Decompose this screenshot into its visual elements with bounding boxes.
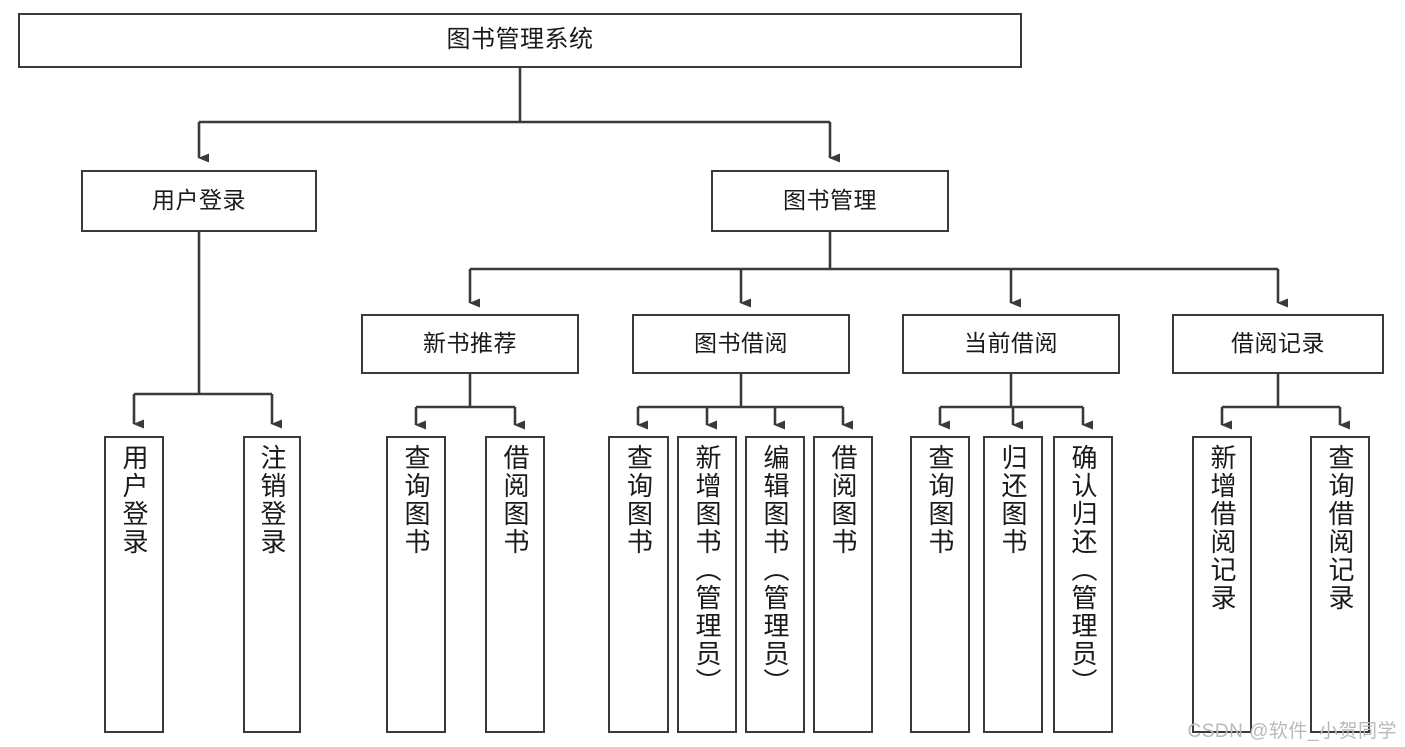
node-new-book-recommend[interactable]: 新书推荐	[361, 314, 579, 374]
leaf-node-label: 新增图书（管理员）	[692, 444, 723, 696]
node-book-borrow-label: 图书借阅	[694, 330, 788, 357]
leaf-node[interactable]: 编辑图书（管理员）	[745, 436, 805, 733]
node-current-borrow[interactable]: 当前借阅	[902, 314, 1120, 374]
leaf-node[interactable]: 确认归还（管理员）	[1053, 436, 1113, 733]
leaf-node-label: 借阅图书	[828, 444, 859, 556]
leaf-node-label: 借阅图书	[500, 444, 531, 556]
leaf-node-label: 用户登录	[119, 444, 150, 556]
leaf-node[interactable]: 借阅图书	[813, 436, 873, 733]
leaf-node[interactable]: 新增图书（管理员）	[677, 436, 737, 733]
leaf-node-label: 查询图书	[925, 444, 956, 556]
node-book-management[interactable]: 图书管理	[711, 170, 949, 232]
leaf-node[interactable]: 查询借阅记录	[1310, 436, 1370, 733]
leaf-node[interactable]: 查询图书	[608, 436, 669, 733]
leaf-node[interactable]: 新增借阅记录	[1192, 436, 1252, 733]
node-root-label: 图书管理系统	[446, 26, 594, 54]
node-borrow-record[interactable]: 借阅记录	[1172, 314, 1384, 374]
leaf-node-label: 查询图书	[401, 444, 432, 556]
node-book-management-label: 图书管理	[783, 187, 877, 214]
node-user-login-label: 用户登录	[152, 187, 246, 214]
node-book-borrow[interactable]: 图书借阅	[632, 314, 850, 374]
leaf-node-label: 确认归还（管理员）	[1068, 444, 1099, 696]
leaf-node[interactable]: 归还图书	[983, 436, 1043, 733]
leaf-node-label: 编辑图书（管理员）	[760, 444, 791, 696]
leaf-node-label: 注销登录	[257, 444, 288, 556]
leaf-node[interactable]: 借阅图书	[485, 436, 545, 733]
leaf-node[interactable]: 查询图书	[910, 436, 970, 733]
leaf-node-label: 查询图书	[623, 444, 654, 556]
csdn-watermark: CSDN @软件_小贺同学	[1187, 721, 1397, 742]
leaf-node-label: 归还图书	[998, 444, 1029, 556]
leaf-node[interactable]: 查询图书	[386, 436, 446, 733]
node-borrow-record-label: 借阅记录	[1231, 330, 1325, 357]
leaf-node-label: 查询借阅记录	[1325, 444, 1356, 612]
leaf-node[interactable]: 用户登录	[104, 436, 164, 733]
node-user-login[interactable]: 用户登录	[81, 170, 317, 232]
node-new-book-recommend-label: 新书推荐	[423, 330, 517, 357]
node-current-borrow-label: 当前借阅	[964, 330, 1058, 357]
node-root[interactable]: 图书管理系统	[18, 13, 1022, 68]
leaf-node[interactable]: 注销登录	[243, 436, 301, 733]
leaf-node-label: 新增借阅记录	[1207, 444, 1238, 612]
